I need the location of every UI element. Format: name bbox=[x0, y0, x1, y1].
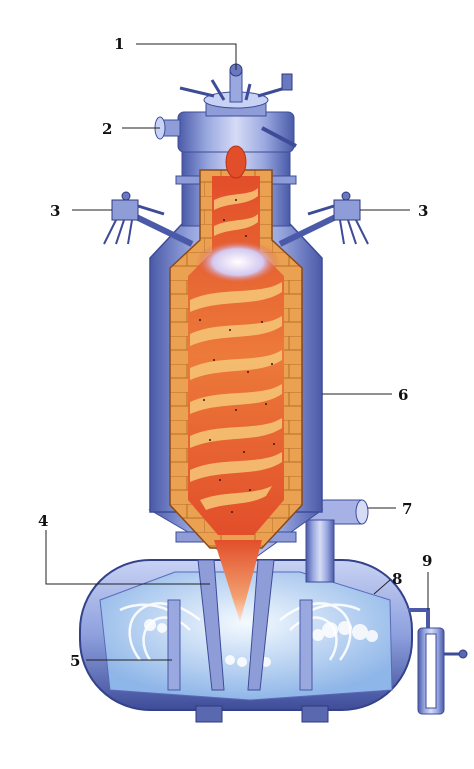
callout-2: 2 bbox=[102, 120, 112, 138]
callout-3-left: 3 bbox=[50, 202, 60, 220]
callout-6: 6 bbox=[398, 386, 408, 404]
leader-1 bbox=[136, 44, 236, 70]
right-side-burner bbox=[280, 192, 368, 244]
left-draft-tube bbox=[168, 600, 180, 690]
callout-8: 8 bbox=[392, 570, 402, 588]
level-gauge bbox=[408, 610, 467, 714]
gas-plume bbox=[196, 240, 280, 284]
right-support bbox=[302, 706, 328, 722]
callout-7: 7 bbox=[402, 500, 412, 518]
callout-5: 5 bbox=[70, 652, 80, 670]
burner-flame bbox=[226, 146, 246, 178]
right-draft-tube bbox=[300, 600, 312, 690]
left-support bbox=[196, 706, 222, 722]
callout-1: 1 bbox=[114, 35, 124, 53]
callout-3-right: 3 bbox=[418, 202, 428, 220]
callout-9: 9 bbox=[422, 552, 432, 570]
callout-4: 4 bbox=[38, 512, 48, 530]
left-side-burner bbox=[104, 192, 192, 244]
